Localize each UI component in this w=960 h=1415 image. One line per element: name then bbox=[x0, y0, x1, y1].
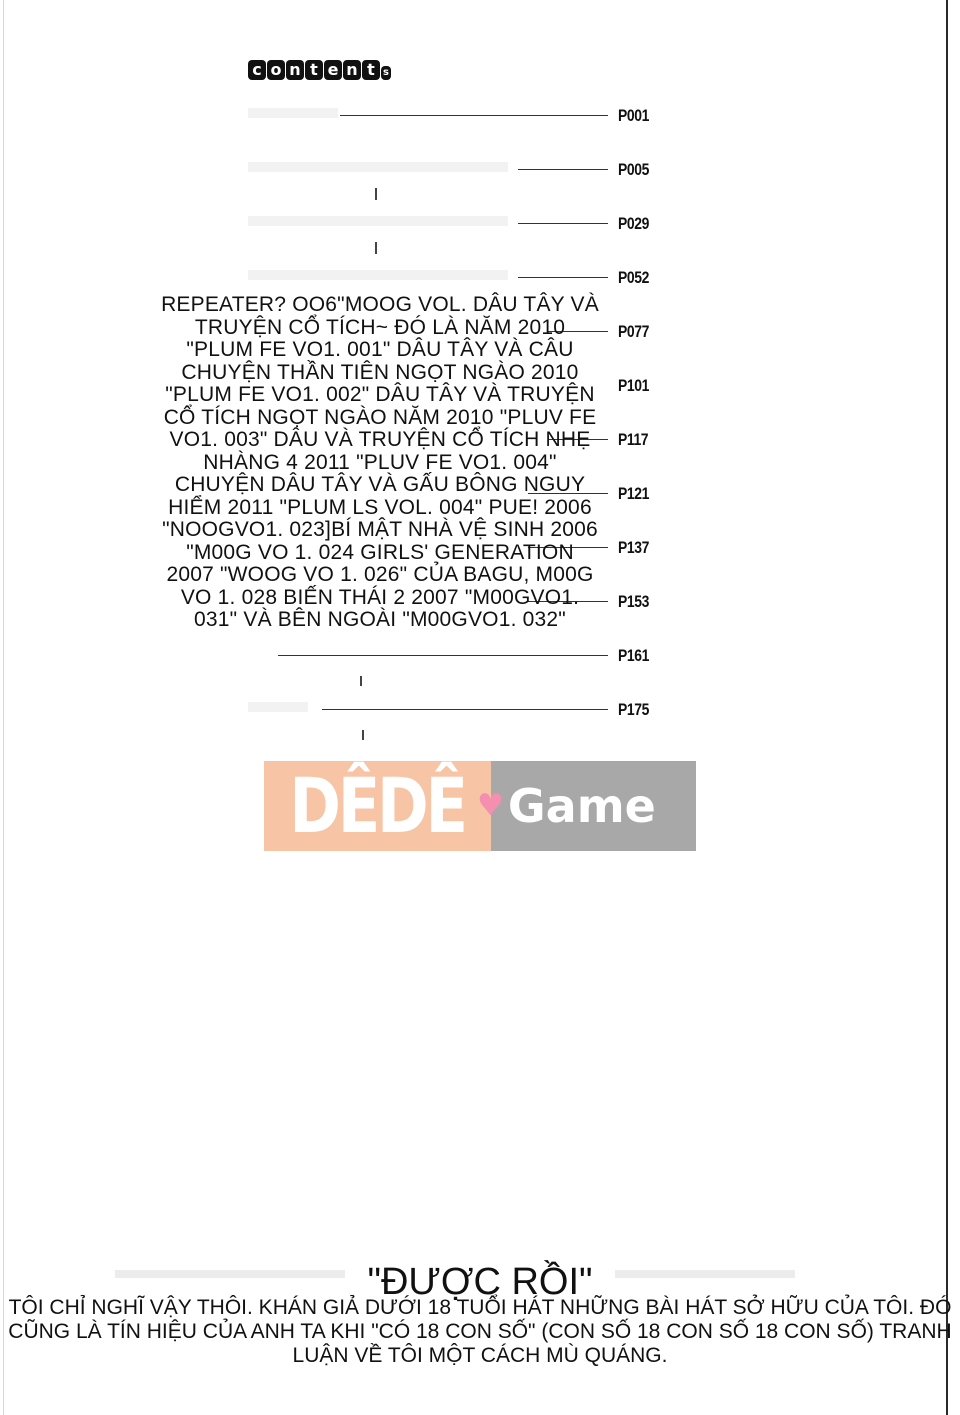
toc-entry: P077 bbox=[248, 322, 668, 342]
bottom-caption: TÔI CHỈ NGHĨ VẬY THÔI. KHÁN GIẢ DƯỚI 18 … bbox=[8, 1296, 952, 1367]
toc-page-number: P005 bbox=[618, 160, 649, 179]
watermark-left: DÊDÊ bbox=[264, 761, 491, 851]
toc-entry: P153 bbox=[248, 592, 668, 612]
toc-entry: P137 bbox=[248, 538, 668, 558]
watermark-right-text: Game bbox=[507, 779, 656, 833]
toc-entry: P005 bbox=[248, 160, 668, 180]
toc-entry: P101 bbox=[248, 376, 668, 396]
toc-entry: P175 bbox=[248, 700, 668, 720]
toc-entry: P121 bbox=[248, 484, 668, 504]
toc-entry: P161 bbox=[248, 646, 668, 666]
contents-letter: s bbox=[381, 66, 391, 80]
contents-letter: o bbox=[267, 60, 285, 80]
toc-entry: P117 bbox=[248, 430, 668, 450]
toc-page-number: P052 bbox=[618, 268, 649, 287]
watermark-right: ♥ Game bbox=[477, 761, 696, 851]
page-edge-right bbox=[946, 0, 948, 1415]
watermark-left-text: DÊDÊ bbox=[289, 761, 469, 850]
page-edge-left bbox=[3, 0, 4, 1415]
toc-page-number: P077 bbox=[618, 322, 649, 341]
toc-entry: P001 bbox=[248, 106, 668, 126]
toc-page-number: P117 bbox=[618, 430, 649, 449]
heart-icon: ♥ bbox=[477, 788, 504, 823]
toc-page-number: P153 bbox=[618, 592, 649, 611]
translation-overlay-text: REPEATER? OO6"MOOG VOL. DÂU TÂY VÀ TRUYỆ… bbox=[161, 293, 599, 631]
contents-letter: t bbox=[305, 60, 323, 80]
toc-page-number: P175 bbox=[618, 700, 649, 719]
contents-letter: n bbox=[286, 60, 304, 80]
contents-letter: e bbox=[324, 60, 342, 80]
toc-page-number: P121 bbox=[618, 484, 649, 503]
contents-letter: t bbox=[362, 60, 380, 80]
contents-letter: n bbox=[343, 60, 361, 80]
toc-page-number: P029 bbox=[618, 214, 649, 233]
bottom-title: "ĐƯỢC RỒI" bbox=[367, 1261, 593, 1303]
toc-entry: P052 bbox=[248, 268, 668, 288]
contents-letter: c bbox=[248, 60, 266, 80]
toc-page-number: P001 bbox=[618, 106, 649, 125]
toc-page-number: P101 bbox=[618, 376, 649, 395]
contents-heading: c o n t e n t s bbox=[248, 60, 391, 80]
watermark-logo: DÊDÊ ♥ Game bbox=[264, 761, 696, 851]
toc-page-number: P161 bbox=[618, 646, 649, 665]
toc-entry: P029 bbox=[248, 214, 668, 234]
toc-page-number: P137 bbox=[618, 538, 649, 557]
